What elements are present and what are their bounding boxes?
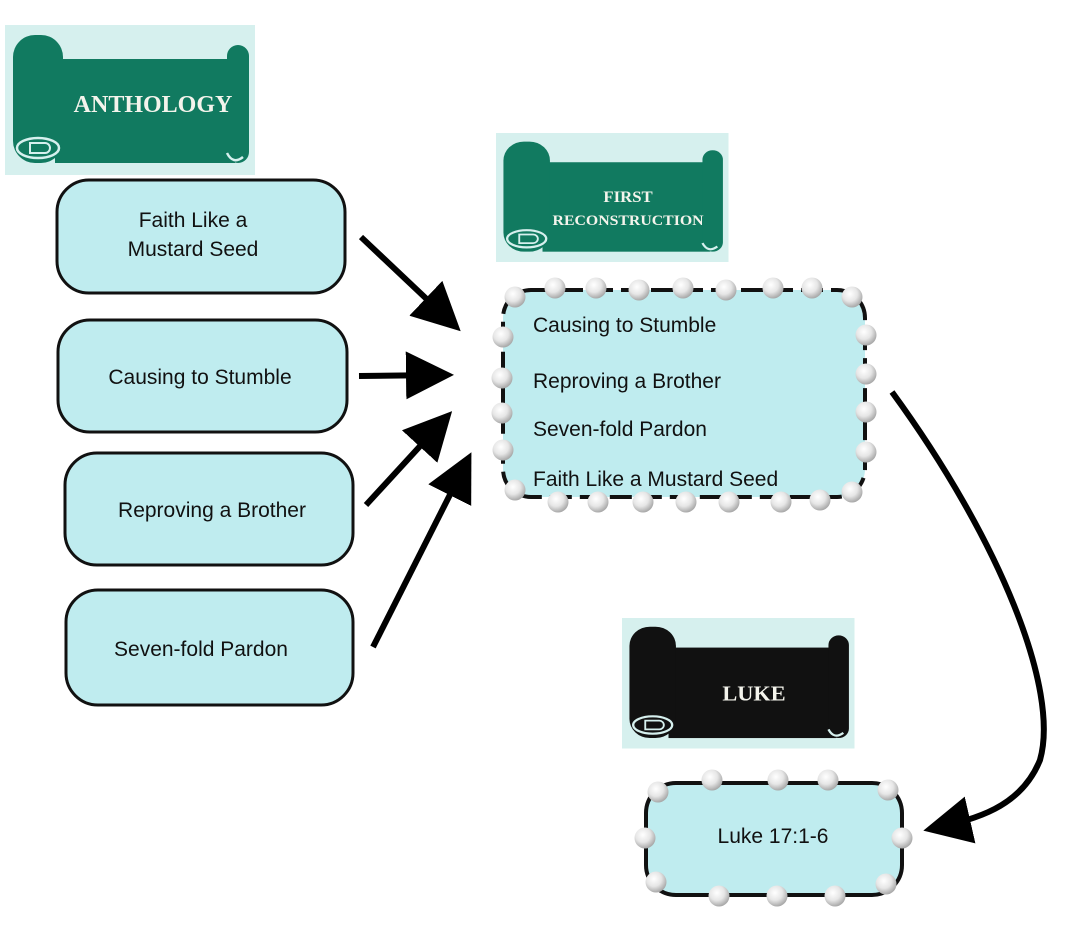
source-box: Seven-fold Pardon [64, 588, 355, 707]
pearl-bead [841, 286, 863, 308]
arrow-connector [358, 351, 454, 400]
source-box-line: Reproving a Brother [118, 499, 306, 522]
pearl-bead [762, 277, 784, 299]
pearl-bead [701, 769, 723, 791]
source-box-line: Seven-fold Pardon [114, 638, 288, 661]
arrow-connector [370, 452, 472, 649]
pearl-bead [817, 769, 839, 791]
pearl-bead [770, 491, 792, 513]
pearl-bead [715, 279, 737, 301]
pearl-bead [585, 277, 607, 299]
pearl-bead [855, 441, 877, 463]
luke-box: Luke 17:1-6 [634, 769, 913, 907]
source-box-line: Causing to Stumble [108, 366, 291, 389]
arrow-connector [363, 411, 453, 508]
pearl-bead [634, 827, 656, 849]
pearl-bead [491, 367, 513, 389]
pearl-bead [855, 401, 877, 423]
first-reconstruction-label-line2: RECONSTRUCTION [553, 213, 704, 229]
reconstruction-item: Causing to Stumble [533, 314, 716, 337]
arrow-connector [358, 234, 461, 332]
source-box-line: Faith Like a [139, 209, 248, 232]
luke-box-label: Luke 17:1-6 [718, 825, 829, 848]
pearl-bead [492, 326, 514, 348]
pearl-bead [801, 277, 823, 299]
pearl-bead [875, 873, 897, 895]
curved-arrow-connector [889, 390, 1047, 844]
pearl-bead [809, 489, 831, 511]
source-box-line: Mustard Seed [128, 238, 259, 261]
pearl-bead [504, 286, 526, 308]
pearl-bead [708, 885, 730, 907]
reconstruction-box: Causing to Stumble Reproving a Brother S… [491, 277, 877, 513]
pearl-bead [675, 491, 697, 513]
pearl-bead [544, 277, 566, 299]
pearl-bead [632, 491, 654, 513]
pearl-border [634, 769, 913, 907]
pearl-bead [547, 491, 569, 513]
pearl-bead [504, 479, 526, 501]
reconstruction-item: Reproving a Brother [533, 370, 721, 393]
anthology-label: ANTHOLOGY [74, 92, 233, 118]
source-box: Faith Like a Mustard Seed [55, 178, 347, 295]
luke-scroll: LUKE [622, 618, 855, 749]
pearl-bead [587, 491, 609, 513]
reconstruction-item: Seven-fold Pardon [533, 418, 707, 441]
pearl-bead [824, 885, 846, 907]
luke-label: LUKE [722, 682, 785, 705]
pearl-bead [628, 279, 650, 301]
pearl-bead [645, 871, 667, 893]
first-reconstruction-scroll: FIRST RECONSTRUCTION [496, 133, 729, 262]
pearl-bead [672, 277, 694, 299]
pearl-border [491, 277, 877, 513]
pearl-bead [891, 827, 913, 849]
pearl-bead [718, 491, 740, 513]
pearl-bead [492, 439, 514, 461]
first-reconstruction-label-line1: FIRST [603, 189, 653, 205]
pearl-bead [855, 363, 877, 385]
pearl-bead [767, 769, 789, 791]
pearl-bead [877, 779, 899, 801]
anthology-scroll: ANTHOLOGY [5, 25, 255, 175]
reconstruction-item: Faith Like a Mustard Seed [533, 468, 778, 491]
pearl-bead [841, 481, 863, 503]
source-box: Reproving a Brother [63, 451, 355, 567]
pearl-bead [647, 781, 669, 803]
pearl-bead [766, 885, 788, 907]
pearl-bead [491, 402, 513, 424]
source-box: Causing to Stumble [56, 318, 349, 434]
pearl-bead [855, 324, 877, 346]
